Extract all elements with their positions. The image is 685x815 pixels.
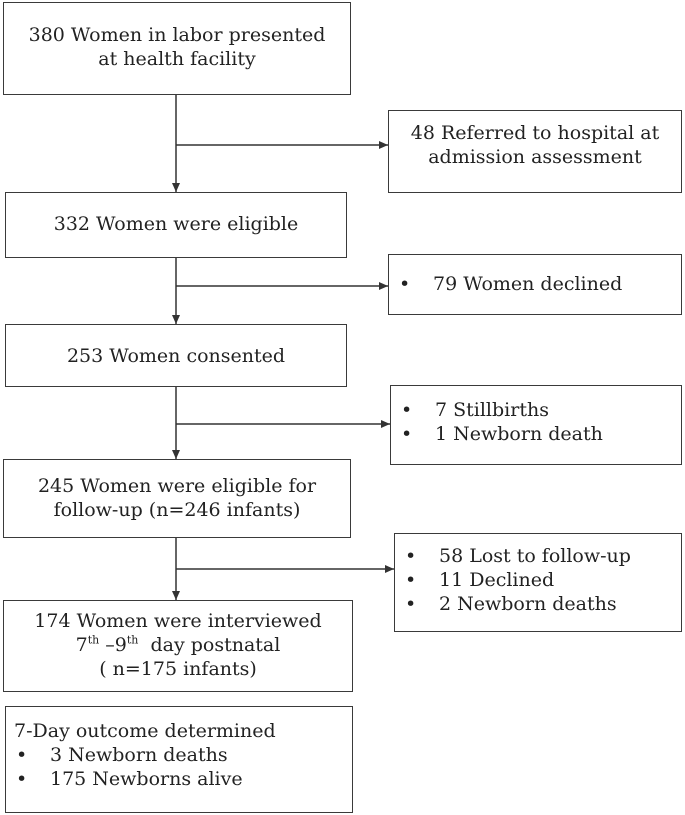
node-text: 245 Women were eligible for [37,475,317,497]
node-text: 380 Women in labor presented [28,24,326,46]
node-women-in-labor: 380 Women in labor presented at health f… [3,2,351,95]
bullet-text: 58 Lost to follow-up [439,545,631,567]
node-interviewed: 174 Women were interviewed 7th –9th day … [3,600,353,692]
node-outcome: 7-Day outcome determined • 3 Newborn dea… [5,706,353,813]
bullet-icon: • [16,768,28,790]
bullet-icon: • [405,593,417,615]
exclusion-lost-followup: • 58 Lost to follow-up • 11 Declined • 2… [394,533,682,632]
bullet-item: • 7 Stillbirths [391,398,681,422]
bullet-icon: • [399,273,411,295]
node-text: follow-up (n=246 infants) [53,499,301,521]
bullet-icon: • [405,545,417,567]
bullet-text: 79 Women declined [433,273,623,295]
bullet-text: 3 Newborn deaths [50,744,228,766]
node-text: ( n=175 infants) [99,658,257,680]
node-consented: 253 Women consented [5,324,347,387]
bullet-text: 175 Newborns alive [50,768,243,790]
exclusion-declined: • 79 Women declined [388,254,682,315]
node-text: 174 Women were interviewed [34,610,322,632]
exclusion-referred: 48 Referred to hospital at admission ass… [388,110,682,193]
bullet-text: 2 Newborn deaths [439,593,617,615]
bullet-text: 7 Stillbirths [435,399,549,421]
bullet-item: • 2 Newborn deaths [395,592,681,616]
node-text: 48 Referred to hospital at [410,122,660,144]
exclusion-stillbirths: • 7 Stillbirths • 1 Newborn death [390,385,682,465]
node-eligible-followup: 245 Women were eligible for follow-up (n… [3,459,351,538]
node-heading: 7-Day outcome determined [14,720,276,742]
bullet-icon: • [401,399,413,421]
node-text-postnatal: 7th –9th day postnatal [75,633,281,656]
bullet-item: • 58 Lost to follow-up [395,544,681,568]
bullet-icon: • [16,744,28,766]
node-text: admission assessment [428,146,642,168]
node-text: at health facility [98,48,256,70]
bullet-icon: • [405,569,417,591]
bullet-item: • 79 Women declined [389,272,681,296]
bullet-item: • 1 Newborn death [391,422,681,446]
bullet-text: 11 Declined [439,569,555,591]
bullet-item: • 175 Newborns alive [14,767,352,791]
bullet-text: 1 Newborn death [435,423,603,445]
node-eligible: 332 Women were eligible [5,192,347,258]
bullet-item: • 3 Newborn deaths [14,743,352,767]
bullet-icon: • [401,423,413,445]
node-text: 332 Women were eligible [53,213,299,235]
bullet-item: • 11 Declined [395,568,681,592]
node-text: 253 Women consented [66,345,286,367]
